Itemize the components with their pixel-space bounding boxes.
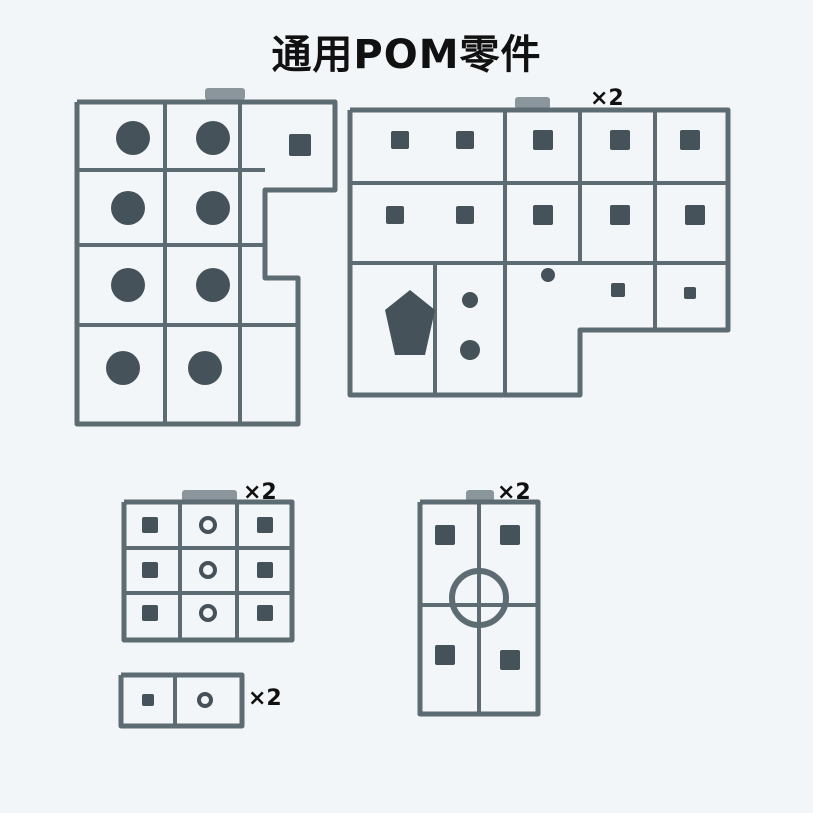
pom-part: [456, 131, 474, 149]
runner-tag: [515, 97, 550, 109]
pom-ring-part: [199, 561, 217, 579]
pom-part: [456, 206, 474, 224]
pom-part: [257, 605, 273, 621]
pom-part: [142, 517, 158, 533]
pom-ring-part: [199, 516, 217, 534]
pom-part: [142, 605, 158, 621]
pom-part: [196, 121, 230, 155]
pom-part: [610, 130, 630, 150]
pom-part: [533, 130, 553, 150]
pom-part: [257, 562, 273, 578]
pom-part: [685, 205, 705, 225]
pom-part: [680, 130, 700, 150]
multiplier-right-large: ×2: [590, 86, 624, 111]
runner-frame-tiny: [118, 672, 245, 729]
pom-part: [462, 292, 478, 308]
runner-tag: [205, 88, 245, 100]
pom-part: [116, 121, 150, 155]
pom-part: [435, 525, 455, 545]
pom-part: [111, 191, 145, 225]
pom-ring-part: [449, 568, 509, 628]
runner-frame-right-large: [347, 107, 731, 398]
page-title: 通用POM零件: [271, 32, 542, 78]
pom-part: [500, 650, 520, 670]
pom-part: [541, 268, 555, 282]
pom-part: [610, 205, 630, 225]
runner-frame-left-large: [74, 99, 338, 427]
pom-part: [196, 191, 230, 225]
pom-part: [142, 562, 158, 578]
pom-part: [500, 525, 520, 545]
pom-ring-part: [199, 604, 217, 622]
pom-part: [111, 268, 145, 302]
runner-tag: [182, 490, 237, 502]
pom-part: [684, 287, 696, 299]
pom-part: [385, 290, 435, 355]
pom-part: [611, 283, 625, 297]
pom-part: [460, 340, 480, 360]
pom-part: [533, 205, 553, 225]
pom-part: [289, 134, 311, 156]
runner-tag: [466, 490, 494, 502]
pom-part: [106, 351, 140, 385]
pom-part: [386, 206, 404, 224]
pom-part: [435, 645, 455, 665]
pom-ring-part: [197, 692, 213, 708]
pom-part: [142, 694, 154, 706]
pom-part: [196, 268, 230, 302]
pom-part: [391, 131, 409, 149]
pom-part: [257, 517, 273, 533]
pom-part: [188, 351, 222, 385]
multiplier-tiny: ×2: [248, 686, 282, 711]
runner-frame-small-ring: [417, 499, 541, 717]
